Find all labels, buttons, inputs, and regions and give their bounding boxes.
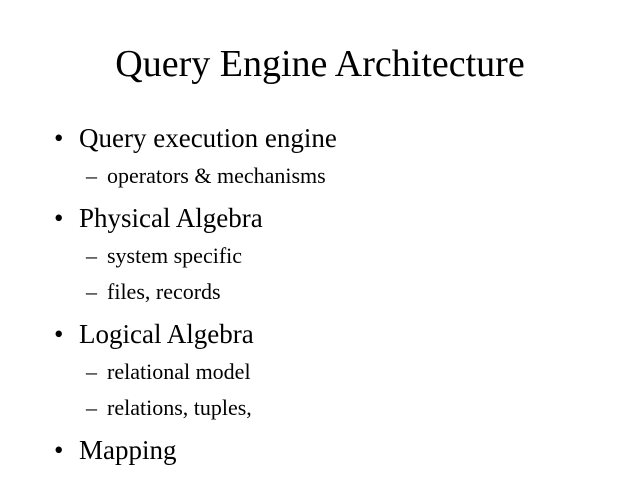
bullet-text: Query execution engine [79,123,337,153]
bullet-item: • Query execution engine [54,118,614,158]
sub-bullet-item: – files, records [54,274,614,310]
bullet-text: Logical Algebra [79,319,254,349]
sub-bullet-marker: – [86,163,97,188]
sub-bullet-item: – relations, tuples, [54,390,614,426]
sub-bullet-text: relations, tuples, [107,395,252,420]
bullet-list: • Query execution engine – operators & m… [54,118,614,470]
sub-bullet-marker: – [86,279,97,304]
sub-bullet-text: operators & mechanisms [107,163,326,188]
slide-title: Query Engine Architecture [115,43,525,85]
bullet-marker: • [54,435,64,465]
bullet-text: Physical Algebra [79,203,263,233]
sub-bullet-item: – system specific [54,238,614,274]
sub-bullet-item: – operators & mechanisms [54,158,614,194]
sub-bullet-text: files, records [107,279,221,304]
sub-bullet-text: relational model [107,359,251,384]
bullet-marker: • [54,203,64,233]
bullet-text: Mapping [79,435,177,465]
bullet-marker: • [54,319,64,349]
sub-bullet-marker: – [86,395,97,420]
sub-bullet-item: – relational model [54,354,614,390]
bullet-item: • Mapping [54,430,614,470]
sub-bullet-text: system specific [107,243,243,268]
bullet-item: • Physical Algebra [54,198,614,238]
sub-bullet-marker: – [86,359,97,384]
bullet-item: • Logical Algebra [54,314,614,354]
bullet-marker: • [54,123,64,153]
sub-bullet-marker: – [86,243,97,268]
